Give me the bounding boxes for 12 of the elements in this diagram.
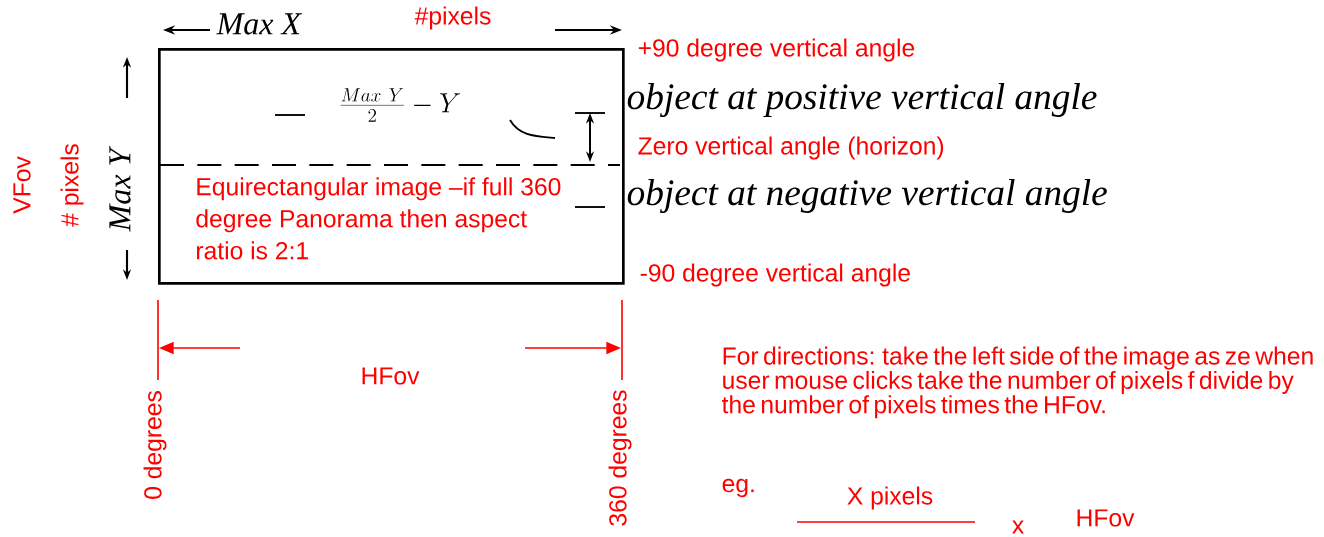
label-text: 0 degrees: [143, 391, 167, 499]
label-text: eg.: [722, 478, 754, 498]
label-text: +90 degree vertical angle: [638, 38, 915, 62]
label-text: 360 degrees: [608, 390, 632, 526]
label-text: HFov: [1077, 509, 1135, 527]
label-text: x: [1012, 520, 1024, 534]
formula: $\frac{Max\ Y}{2}-Y$: [340, 88, 460, 122]
label-text: # pixels: [60, 144, 84, 227]
label-text: HFov: [362, 367, 420, 385]
label-text: X pixels: [847, 486, 933, 510]
label-text: For directions: take the left side of the image as ze when user mouse clicks take the number of pixels f divide by the number of pixels times the HFov.: [722, 346, 1313, 419]
label-text: VFov: [13, 156, 31, 214]
